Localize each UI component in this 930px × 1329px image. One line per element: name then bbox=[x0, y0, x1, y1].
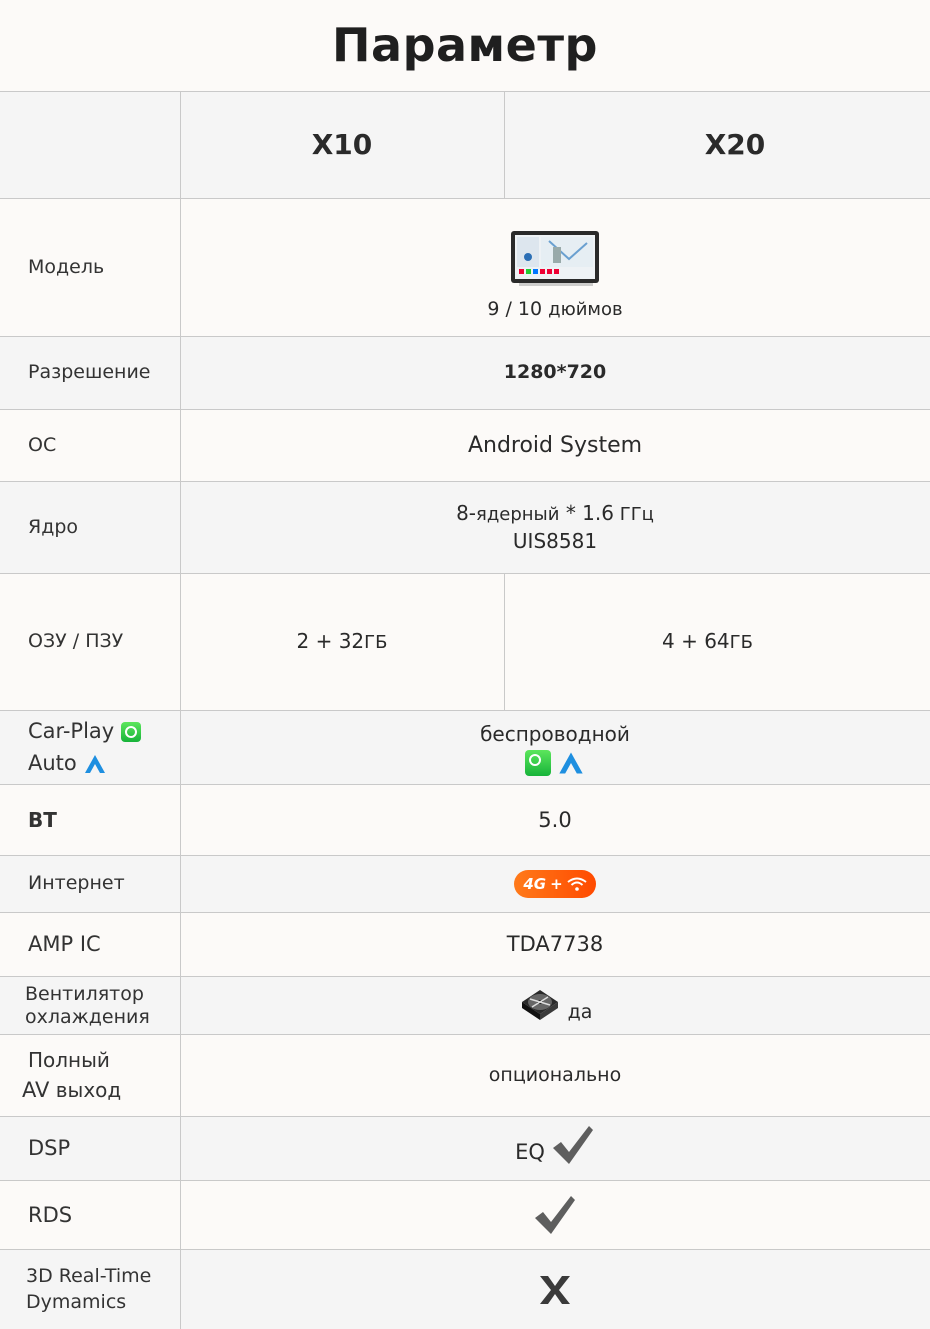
android-auto-label: Auto bbox=[28, 750, 77, 775]
internet-4g-wifi-badge: 4G + bbox=[514, 870, 596, 898]
bt-value: 5.0 bbox=[538, 807, 572, 832]
dsp-row: DSP EQ bbox=[0, 1116, 930, 1180]
resolution-value: 1280*720 bbox=[503, 361, 607, 384]
os-label: ОС bbox=[28, 433, 57, 456]
android-auto-icon-large bbox=[559, 752, 583, 773]
resolution-label: Разрешение bbox=[28, 361, 151, 384]
av-label-line1: Полный bbox=[28, 1047, 110, 1072]
column-header-x20: X20 bbox=[704, 128, 766, 162]
av-value: опционально bbox=[488, 1063, 622, 1086]
fan-label-line1: Вентилятор bbox=[25, 982, 144, 1005]
av-label-av: AV bbox=[22, 1077, 50, 1102]
memory-row: ОЗУ / ПЗУ 2 + 32ГБ 4 + 64ГБ bbox=[0, 573, 930, 710]
memory-x10-value: 2 + 32 bbox=[296, 629, 365, 654]
wifi-icon bbox=[567, 877, 587, 891]
os-row: ОС Android System bbox=[0, 409, 930, 481]
os-value: Android System bbox=[467, 432, 643, 458]
dynamics-label-line1: 3D Real-Time bbox=[26, 1264, 152, 1287]
badge-plus: + bbox=[550, 874, 563, 893]
av-row: Полный AV выход опционально bbox=[0, 1034, 930, 1116]
bt-label: BT bbox=[28, 807, 57, 832]
dsp-value: EQ bbox=[515, 1139, 545, 1164]
memory-x10-unit: ГБ bbox=[364, 632, 388, 654]
resolution-row: Разрешение 1280*720 bbox=[0, 336, 930, 409]
checkmark-icon bbox=[535, 1196, 575, 1234]
fan-value: да bbox=[567, 1000, 593, 1023]
core-count: 8- bbox=[456, 501, 477, 526]
memory-x20-unit: ГБ bbox=[729, 632, 753, 654]
carplay-row: Car-Play Auto беспроводной bbox=[0, 710, 930, 784]
dynamics-row: 3D Real-Time Dymamics bbox=[0, 1249, 930, 1329]
amp-value: TDA7738 bbox=[506, 932, 604, 957]
android-auto-icon bbox=[85, 754, 106, 773]
memory-x20-value: 4 + 64 bbox=[662, 629, 730, 654]
core-chip: UIS8581 bbox=[512, 528, 598, 553]
av-label-output: выход bbox=[49, 1077, 122, 1102]
header-row: X10 X20 bbox=[0, 91, 930, 198]
model-label: Модель bbox=[28, 255, 105, 278]
column-header-x10: X10 bbox=[311, 128, 373, 162]
core-frequency-unit: ГГц bbox=[614, 504, 654, 526]
cooling-fan-icon bbox=[521, 989, 558, 1020]
fan-row: Вентилятор охлаждения да bbox=[0, 976, 930, 1034]
model-size-unit: дюймов bbox=[548, 299, 623, 320]
model-row: Модель 9 / 10 дюймов bbox=[0, 198, 930, 336]
page-title: Параметр bbox=[332, 18, 598, 72]
memory-label: ОЗУ / ПЗУ bbox=[28, 630, 124, 653]
carplay-icon bbox=[120, 722, 141, 742]
dsp-label: DSP bbox=[28, 1136, 71, 1161]
core-label: Ядро bbox=[28, 515, 79, 538]
model-size-number: 9 / 10 bbox=[487, 298, 543, 320]
internet-label: Интернет bbox=[28, 872, 125, 895]
carplay-label: Car-Play bbox=[28, 719, 115, 743]
fan-label-line2: охлаждения bbox=[25, 1005, 150, 1028]
head-unit-image-icon bbox=[511, 231, 599, 286]
dynamics-label-line2: Dymamics bbox=[26, 1290, 127, 1313]
carplay-icon-large bbox=[525, 749, 551, 776]
amp-row: AMP IC TDA7738 bbox=[0, 912, 930, 976]
core-frequency: * 1.6 bbox=[559, 501, 614, 526]
core-count-word: ядерный bbox=[476, 504, 560, 526]
core-row: Ядро 8-ядерный * 1.6 ГГц UIS8581 bbox=[0, 481, 930, 573]
carplay-value: беспроводной bbox=[480, 721, 630, 746]
internet-row: Интернет 4G + bbox=[0, 855, 930, 912]
rds-label: RDS bbox=[28, 1202, 73, 1227]
badge-4g-text: 4G bbox=[523, 874, 547, 893]
checkmark-icon bbox=[552, 1126, 593, 1164]
amp-label: AMP IC bbox=[28, 932, 101, 957]
rds-row: RDS bbox=[0, 1180, 930, 1249]
bt-row: BT 5.0 bbox=[0, 784, 930, 855]
cross-icon bbox=[540, 1275, 570, 1304]
